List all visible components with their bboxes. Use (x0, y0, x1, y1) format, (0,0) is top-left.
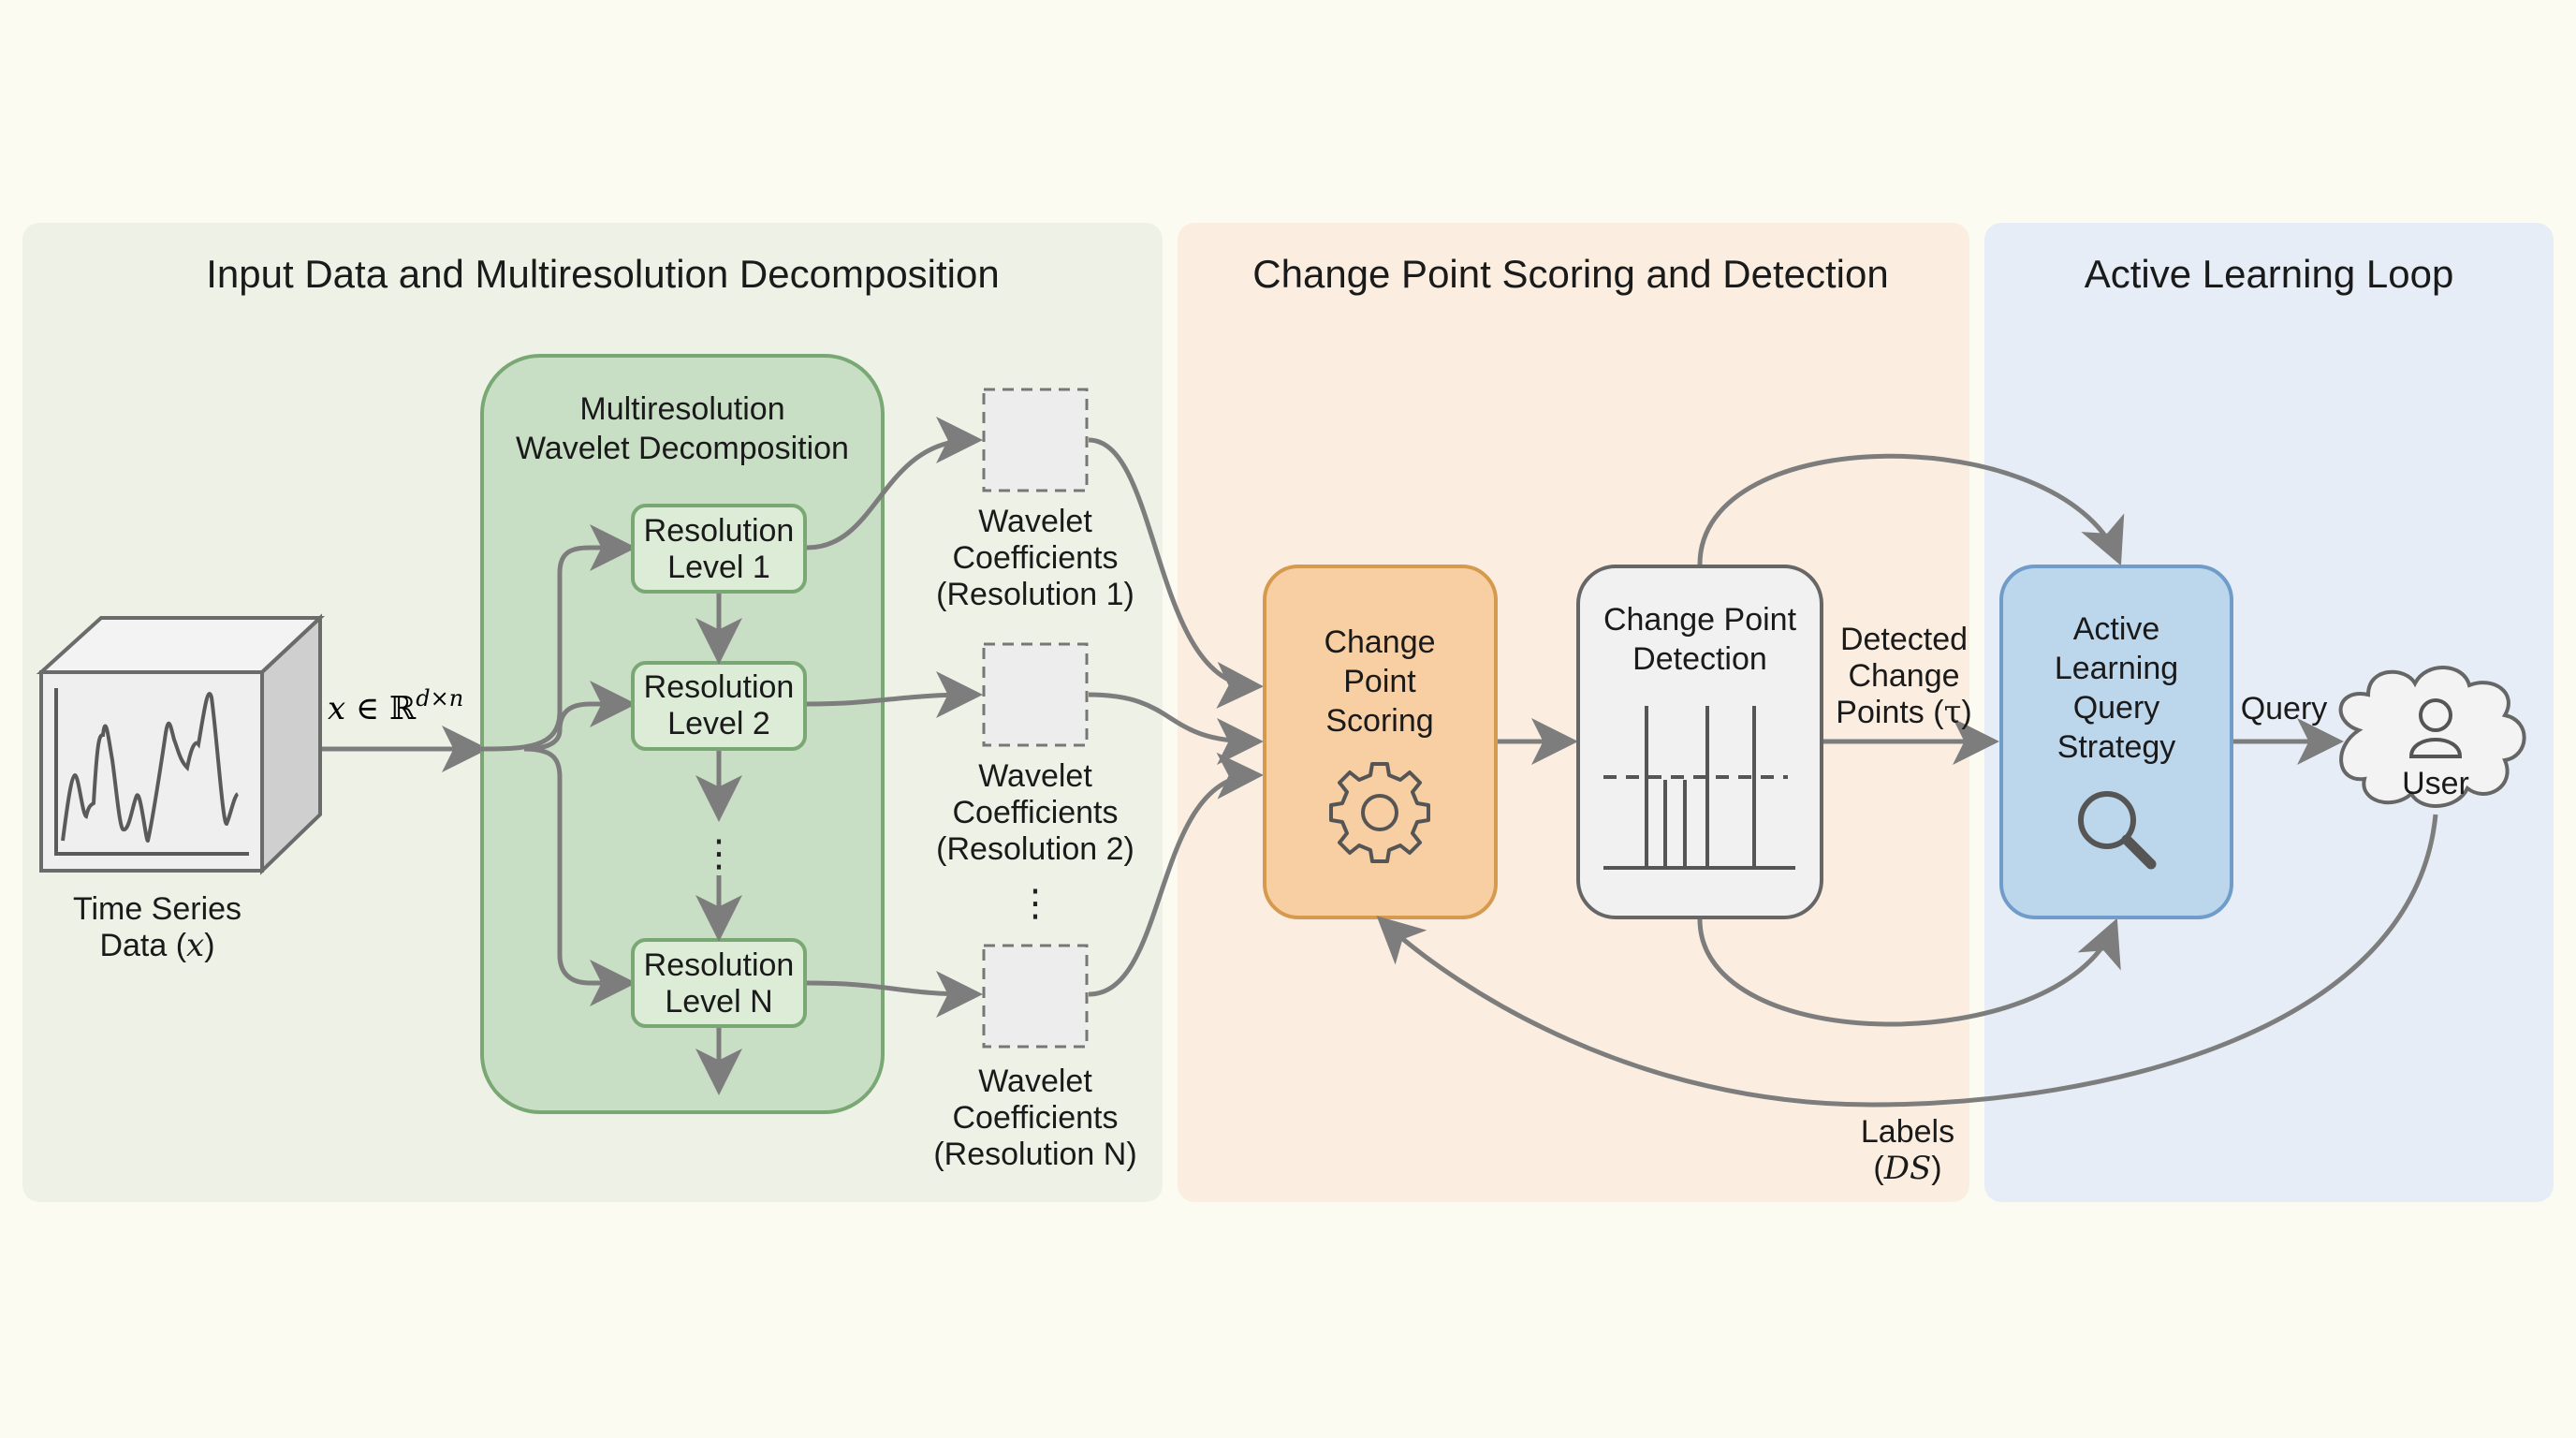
panel-title-input: Input Data and Multiresolution Decomposi… (206, 252, 999, 296)
coefficients-2-line3: (Resolution 2) (936, 831, 1134, 867)
panel-title-active-learning: Active Learning Loop (2085, 252, 2454, 296)
coefficients-2-line2: Coefficients (952, 795, 1118, 830)
coefficients-ellipsis: ⋮ (1017, 883, 1054, 924)
branch-arrow-level-n (523, 746, 637, 1006)
panel-scoring: Change Point Scoring and Detection (1178, 223, 1969, 1202)
coeff-n-to-scoring-arrow (1088, 752, 1264, 997)
coefficients-box-n[interactable] (982, 944, 1089, 1049)
coefficients-1-line1: Wavelet (978, 504, 1092, 539)
coeff-1-to-scoring-arrow (1088, 437, 1264, 709)
decomposition-title-line1: Multiresolution (579, 391, 784, 427)
scoring-line1: Change (1324, 624, 1435, 660)
change-point-detection-block[interactable]: Change Point Detection (1576, 565, 1823, 919)
query-strategy-block[interactable]: Active Learning Query Strategy (1999, 565, 2233, 919)
detected-label-line1: Detected (1840, 622, 1968, 657)
time-series-plot-icon (54, 688, 249, 856)
detection-bottom-arc-arrow (1697, 917, 2121, 1027)
branch-arrow-level-1 (478, 524, 637, 752)
time-series-label-line1: Time Series (73, 891, 242, 927)
time-series-label-line2: Data (x) (99, 927, 214, 964)
level-n-to-coeff-arrow (806, 970, 983, 1018)
gear-icon (1329, 762, 1430, 863)
coefficients-1-line2: Coefficients (952, 540, 1118, 576)
query-strategy-line1: Active (2073, 611, 2160, 647)
user-icon (2408, 698, 2463, 758)
resolution-level-2[interactable]: Resolution Level 2 (631, 661, 807, 751)
panel-title-scoring: Change Point Scoring and Detection (1252, 252, 1888, 296)
resolution-level-1-line2: Level 1 (667, 550, 770, 585)
detection-line1: Change Point (1603, 602, 1797, 638)
resolution-level-n-line2: Level N (665, 984, 772, 1020)
level-1-to-coeff-arrow (806, 417, 983, 550)
panel-active-learning: Active Learning Loop (1984, 223, 2554, 1202)
coeff-2-to-scoring-arrow (1088, 692, 1264, 765)
resolution-level-1[interactable]: Resolution Level 1 (631, 504, 807, 594)
labels-label-line1: Labels (1861, 1114, 1954, 1150)
scoring-line2: Point (1343, 664, 1416, 699)
coefficients-n-line1: Wavelet (978, 1064, 1092, 1099)
level-2-to-coeff-arrow (806, 671, 983, 719)
decomposition-title-line2: Wavelet Decomposition (516, 431, 849, 466)
query-strategy-line4: Strategy (2057, 729, 2176, 765)
user-label: User (2402, 766, 2469, 801)
query-strategy-line2: Learning (2055, 651, 2178, 686)
user-cloud[interactable]: User (2338, 666, 2526, 808)
levels-ellipsis: ⋮ (700, 833, 738, 874)
resolution-level-2-line1: Resolution (644, 669, 795, 705)
labels-feedback-arrow (1376, 814, 2438, 1108)
detection-top-arc-arrow (1697, 453, 2125, 566)
query-label: Query (2241, 691, 2328, 726)
input-edge-label: x ∈ ℝd×n (328, 685, 463, 727)
labels-label-line2: (DS) (1873, 1150, 1941, 1187)
threshold-spike-chart-icon (1603, 706, 1795, 870)
resolution-level-n-line1: Resolution (644, 947, 795, 983)
coefficients-1-line3: (Resolution 1) (936, 577, 1134, 612)
coefficients-box-2[interactable] (982, 642, 1089, 747)
resolution-level-1-line1: Resolution (644, 513, 795, 549)
detection-line2: Detection (1632, 641, 1767, 677)
time-series-cube (36, 613, 326, 875)
magnifier-icon (2078, 791, 2157, 870)
change-point-scoring-block[interactable]: Change Point Scoring (1263, 565, 1498, 919)
query-strategy-line3: Query (2073, 690, 2160, 726)
resolution-level-n[interactable]: Resolution Level N (631, 938, 807, 1028)
detected-label-line3: Points (τ) (1836, 694, 1971, 731)
resolution-level-2-line2: Level 2 (667, 706, 770, 741)
scoring-line3: Scoring (1325, 703, 1433, 739)
coefficients-2-line1: Wavelet (978, 758, 1092, 794)
detected-label-line2: Change (1848, 658, 1959, 694)
coefficients-n-line2: Coefficients (952, 1100, 1118, 1136)
coefficients-n-line3: (Resolution N) (933, 1137, 1136, 1172)
coefficients-box-1[interactable] (982, 388, 1089, 492)
branch-arrow-level-2 (523, 681, 637, 752)
